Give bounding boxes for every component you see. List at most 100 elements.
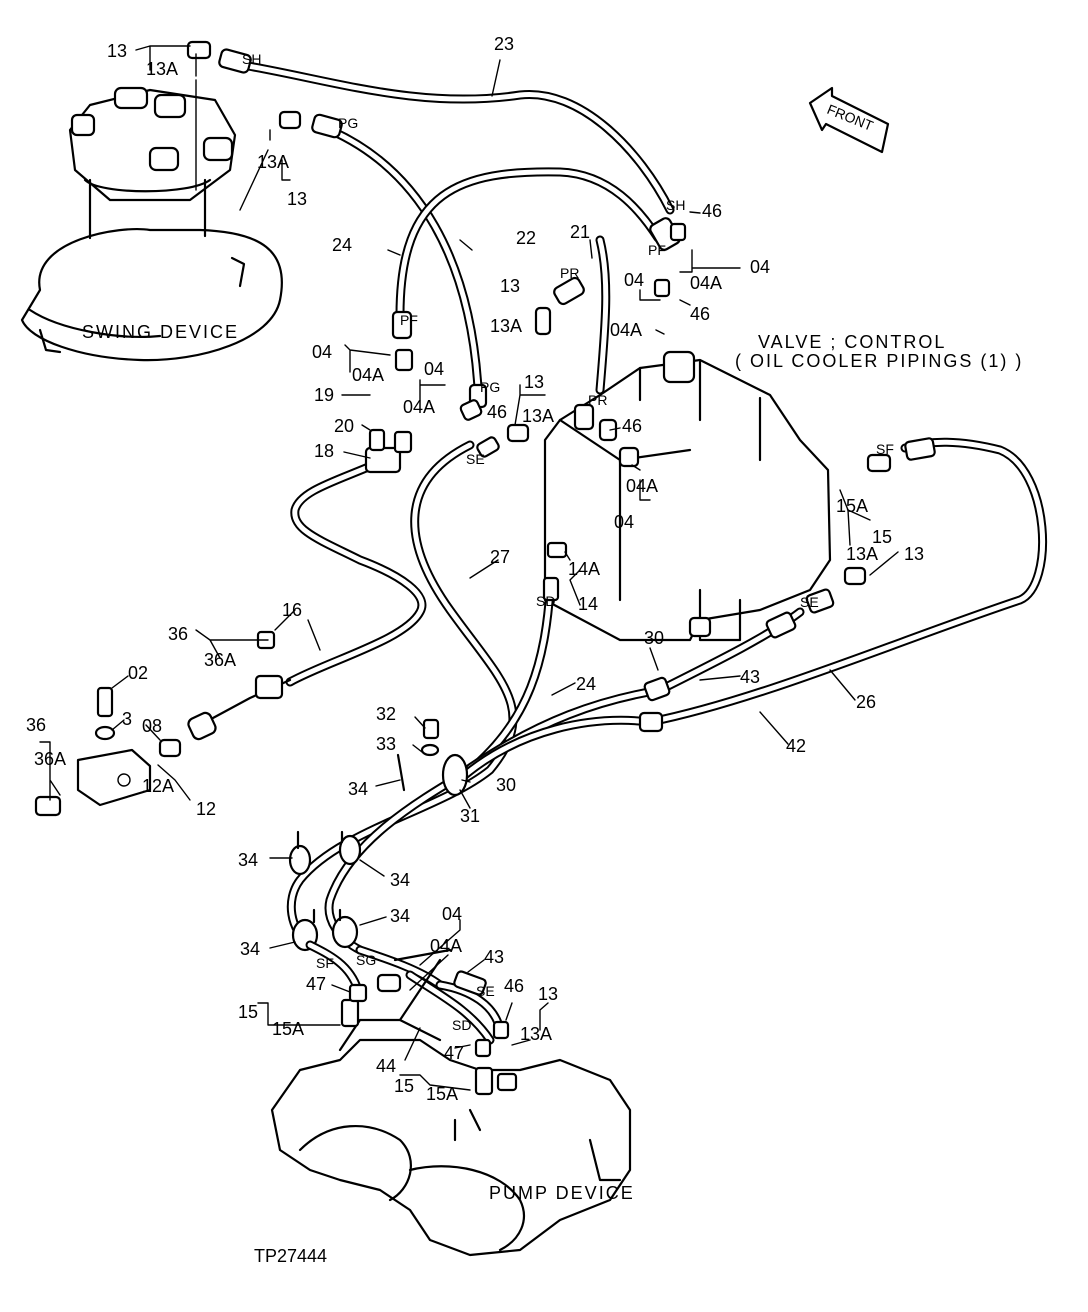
port-label-sd-lower: SD — [452, 1017, 471, 1033]
clamp-30-31 — [396, 718, 469, 797]
pump-connection-hoses — [305, 940, 510, 1058]
callout-13: 13 — [524, 372, 544, 392]
port-label-sf-lower: SF — [316, 955, 334, 971]
callout-47: 47 — [444, 1043, 464, 1063]
pump-device-label: PUMP DEVICE — [489, 1183, 635, 1203]
callout-13: 13 — [107, 41, 127, 61]
callout-32: 32 — [376, 704, 396, 724]
callout-08: 08 — [142, 716, 162, 736]
callout-04: 04 — [312, 342, 332, 362]
callout-13a: 13A — [146, 59, 178, 79]
callout-34: 34 — [348, 779, 368, 799]
pump-device-drawing — [270, 998, 632, 1257]
callout-31: 31 — [460, 806, 480, 826]
callout-15a: 15A — [426, 1084, 458, 1104]
callout-22: 23 — [494, 34, 514, 54]
callout-43: 43 — [484, 947, 504, 967]
part-callouts: 13 13A 13A 13 23 46 04 04A 04 46 04A 24 … — [26, 34, 924, 1104]
lower-hoses — [286, 437, 1047, 955]
callout-04a: 04A — [430, 936, 462, 956]
port-label-pf-left: PF — [400, 312, 418, 328]
port-codes: SH SH PG PG PF PF PR PR SE SE SD SD SF S… — [242, 51, 894, 1033]
callout-30: 30 — [496, 775, 516, 795]
callout-33: 33 — [376, 734, 396, 754]
callout-14: 14 — [578, 594, 598, 614]
callout-12: 12 — [196, 799, 216, 819]
callout-46: 46 — [487, 402, 507, 422]
pipe-16-17 — [187, 428, 427, 741]
callout-27: 30 — [644, 628, 664, 648]
drawing-number: TP27444 — [254, 1246, 327, 1266]
callout-46: 46 — [504, 976, 524, 996]
callout-36: 36 — [26, 715, 46, 735]
port-label-se-upper: SE — [466, 451, 485, 467]
port-label-pr-upper: PR — [560, 265, 579, 281]
callout-34: 34 — [390, 870, 410, 890]
port-label-sg: SG — [356, 952, 376, 968]
port-label-pg-lower: PG — [480, 379, 500, 395]
callout-24: 24 — [576, 674, 596, 694]
callout-13a: 13A — [846, 544, 878, 564]
callout-15: 15 — [872, 527, 892, 547]
callout-16: 16 — [282, 600, 302, 620]
front-arrow — [808, 86, 890, 154]
leader-lines — [39, 45, 899, 1091]
callout-13: 13 — [904, 544, 924, 564]
callout-36: 36 — [168, 624, 188, 644]
callout-34: 34 — [238, 850, 258, 870]
callout-15: 15 — [394, 1076, 414, 1096]
callout-04: 04 — [750, 257, 770, 277]
callout-04a: 04A — [626, 476, 658, 496]
clamps-34 — [288, 830, 362, 952]
callout-13: 13 — [500, 276, 520, 296]
callout-13a: 13A — [490, 316, 522, 336]
valve-label-line1: VALVE ; CONTROL — [758, 332, 946, 352]
callout-26: 26 — [856, 692, 876, 712]
callout-04: 04 — [614, 512, 634, 532]
callout-25: 27 — [490, 547, 510, 567]
callout-19: 20 — [334, 416, 354, 436]
callout-46: 46 — [690, 304, 710, 324]
callout-3: 3 — [122, 709, 132, 729]
callout-15a: 15A — [272, 1019, 304, 1039]
callout-47: 47 — [306, 974, 326, 994]
swing-device-drawing — [20, 86, 283, 362]
callout-42: 42 — [786, 736, 806, 756]
port-label-sf-upper: SF — [876, 441, 894, 457]
callout-34: 34 — [240, 939, 260, 959]
callout-44: 44 — [376, 1056, 396, 1076]
callout-46: 46 — [702, 201, 722, 221]
callout-36a: 36A — [204, 650, 236, 670]
callout-04a: 04A — [403, 397, 435, 417]
port-label-pr-lower: PR — [588, 392, 607, 408]
callout-13: 13 — [538, 984, 558, 1004]
port-label-se-lower: SE — [476, 983, 495, 999]
port-label-sh-upper: SH — [242, 51, 261, 67]
callout-17: 18 — [314, 441, 334, 461]
port-label-sh-lower: SH — [666, 197, 685, 213]
port-label-pf-right: PF — [648, 242, 666, 258]
swing-device-label: SWING DEVICE — [82, 322, 239, 342]
callout-13a: 13A — [257, 152, 289, 172]
control-valve-drawing — [543, 350, 832, 642]
callout-34: 34 — [390, 906, 410, 926]
callout-04a: 04A — [352, 365, 384, 385]
callout-43: 43 — [740, 667, 760, 687]
callout-04: 04 — [424, 359, 444, 379]
callout-18: 19 — [314, 385, 334, 405]
upper-fittings — [186, 40, 687, 458]
callout-04: 04 — [442, 904, 462, 924]
callout-15: 15 — [238, 1002, 258, 1022]
callout-02: 02 — [128, 663, 148, 683]
callout-23: 24 — [332, 235, 352, 255]
callout-15a: 15A — [836, 496, 868, 516]
port-label-sd-upper: SD — [536, 593, 555, 609]
callout-04a: 04A — [610, 320, 642, 340]
callout-13a: 13A — [522, 406, 554, 426]
callout-20: 21 — [570, 222, 590, 242]
port-label-sg-valve: SE — [800, 594, 819, 610]
valve-label-line2: ( OIL COOLER PIPINGS (1) ) — [735, 351, 1023, 371]
port-label-pg-upper: PG — [338, 115, 358, 131]
